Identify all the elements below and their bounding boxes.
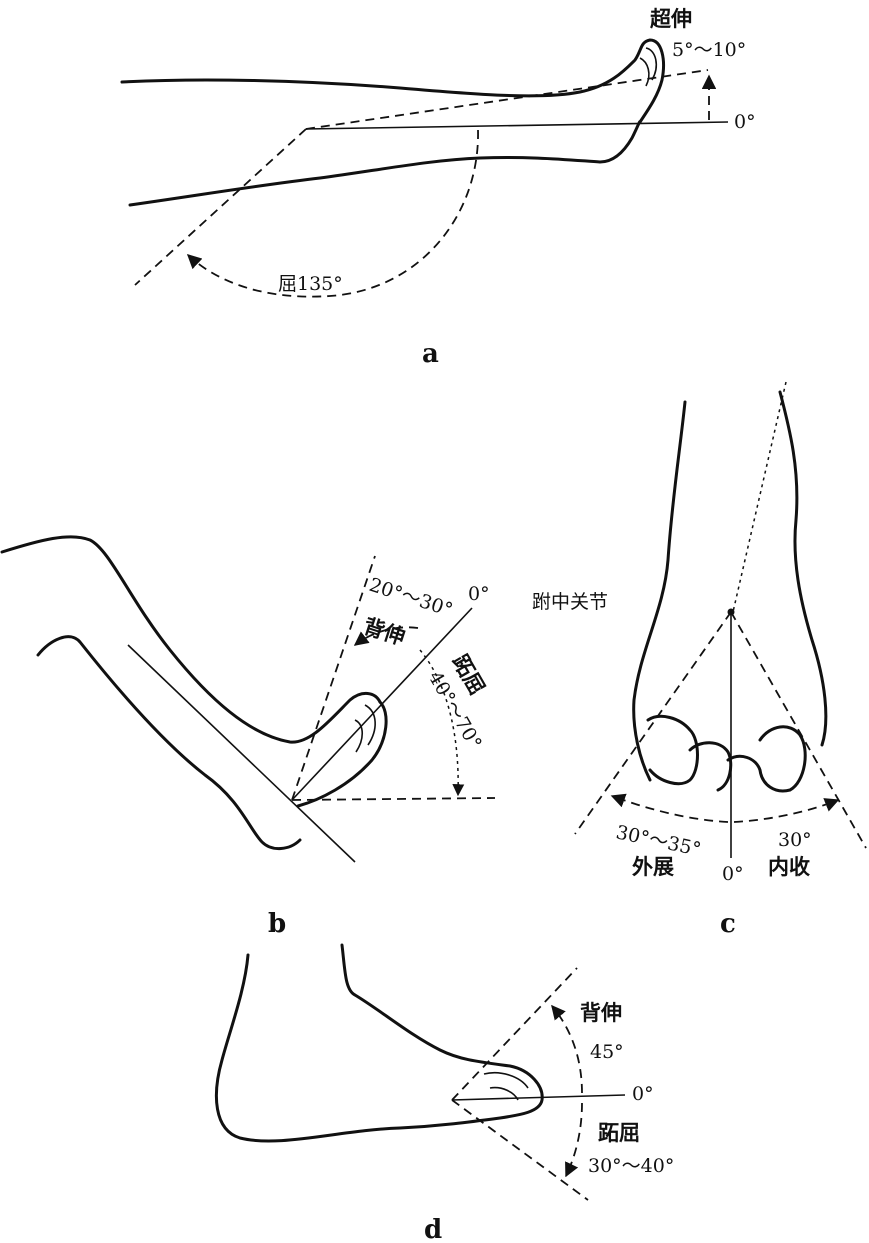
panel-b-toe-detail (354, 704, 376, 753)
panel-d-plantar-label: 跖屈 (598, 1120, 640, 1145)
panel-a-toe-detail (639, 47, 658, 87)
panel-b-foot-outline (296, 700, 388, 808)
panel-d-toe-detail (483, 1072, 529, 1101)
panel-c-abd-arc (610, 793, 729, 823)
panel-b-shin-front-outline (0, 535, 382, 744)
panel-c-midfoot-axis (732, 381, 787, 613)
panel-c-add-line (730, 611, 867, 849)
panel-b-tibia-axis (127, 644, 356, 863)
panel-a-leg-lower-outline (128, 120, 642, 207)
panel-c-joint-label: 跗中关节 (532, 591, 608, 613)
panel-b-letter: b (268, 909, 286, 939)
panel-c-joint-point (727, 608, 735, 616)
panel-d-zero-label: 0° (632, 1083, 654, 1105)
panel-b-dorsi-line (291, 555, 376, 801)
panel-c-abd-line (574, 611, 732, 835)
panel-a-flexion-arc (186, 129, 479, 298)
panel-d-letter: d (424, 1215, 442, 1243)
panel-c-leg-right-outline (778, 390, 828, 747)
panel-d-foot-outline (215, 943, 544, 1143)
panel-a: 超伸 5°～10° 0° 屈135° a (120, 6, 756, 369)
panel-d-dorsi-label: 背伸 (580, 1000, 622, 1025)
panel-d-dorsi-range: 45° (590, 1041, 624, 1063)
panel-d-zero-line (451, 1094, 626, 1101)
panel-d-plantar-range: 30°～40° (588, 1155, 674, 1177)
panel-a-leg-upper-outline (120, 38, 665, 124)
panel-d: 背伸 45° 0° 跖屈 30°～40° d (215, 943, 674, 1243)
panel-d-dorsi-line (451, 967, 578, 1101)
panel-b-shin-back-outline (36, 635, 302, 850)
panel-a-hyperext-line (305, 69, 709, 130)
panel-b-dorsi-range: 20°～30° (366, 574, 455, 622)
panel-c-add-range: 30° (778, 829, 812, 851)
panel-c-add-label: 内收 (768, 854, 810, 879)
panel-c-toes-outline (646, 714, 807, 793)
panel-a-letter: a (422, 339, 439, 369)
panel-a-hyperext-title: 超伸 (650, 6, 692, 31)
panel-a-zero-line (305, 121, 729, 130)
panel-b-zero-line (291, 607, 473, 801)
panel-c-abd-label: 外展 (632, 854, 674, 879)
panel-a-zero-label: 0° (734, 111, 756, 133)
panel-d-dorsi-arc (551, 1004, 583, 1094)
panel-c-zero-label: 0° (722, 863, 744, 885)
panel-b-zero-label: 0° (468, 583, 490, 605)
panel-a-flexion-line (134, 128, 307, 286)
panel-d-plantar-arc (565, 1102, 583, 1178)
panel-a-hyperext-range: 5°～10° (672, 39, 746, 61)
panel-c-add-arc (733, 798, 840, 823)
panel-c-leg-left-outline (632, 400, 687, 782)
panel-c-letter: c (720, 909, 736, 939)
panel-a-flexion-label: 屈135° (278, 273, 343, 295)
panel-b-dorsi-arc (353, 626, 419, 646)
panel-d-plantar-line (451, 1099, 589, 1201)
panel-b-plantar-line (291, 797, 496, 801)
panel-c: 跗中关节 30°～35° 外展 0° 30° 内收 c (532, 381, 867, 939)
panel-b-dorsi-label: 背伸 (360, 613, 408, 650)
panel-b: 20°～30° 0° 背伸 跖屈 40°～70° b (0, 535, 496, 939)
